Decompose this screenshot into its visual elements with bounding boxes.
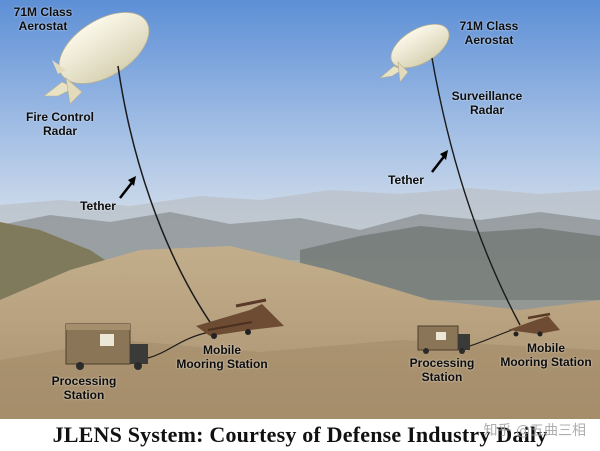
label-mooring-right: Mobile Mooring Station [500, 341, 592, 369]
tether-right-arrow [431, 150, 448, 173]
label-fire-control-radar: Fire Control Radar [26, 110, 94, 138]
caption: JLENS System: Courtesy of Defense Indust… [0, 419, 600, 451]
aerostat-right-blimp [378, 23, 450, 83]
label-mooring-left: Mobile Mooring Station [176, 343, 268, 371]
ground-texture [0, 340, 600, 419]
label-processing-left: Processing Station [51, 374, 117, 402]
processing-station-right-truck [417, 325, 470, 354]
label-surveillance-radar: Surveillance Radar [451, 89, 523, 117]
label-processing-right: Processing Station [409, 356, 475, 384]
cable-left [147, 331, 211, 359]
mooring-station-right-trailer [508, 312, 560, 337]
tether-left-arrow [119, 176, 136, 199]
cable-right [469, 329, 513, 347]
label-tether-right: Tether [388, 173, 424, 187]
mooring-station-left-trailer [196, 298, 284, 339]
label-tether-left: Tether [80, 199, 116, 213]
tether-left-line [117, 65, 215, 329]
processing-station-left-truck [65, 323, 148, 370]
aerostat-left-blimp [43, 12, 150, 105]
label-aerostat-left: 71M Class Aerostat [13, 5, 73, 33]
label-aerostat-right: 71M Class Aerostat [459, 19, 519, 47]
tether-right-line [431, 57, 521, 326]
watermark: 知乎 @五曲三相 [483, 423, 586, 439]
